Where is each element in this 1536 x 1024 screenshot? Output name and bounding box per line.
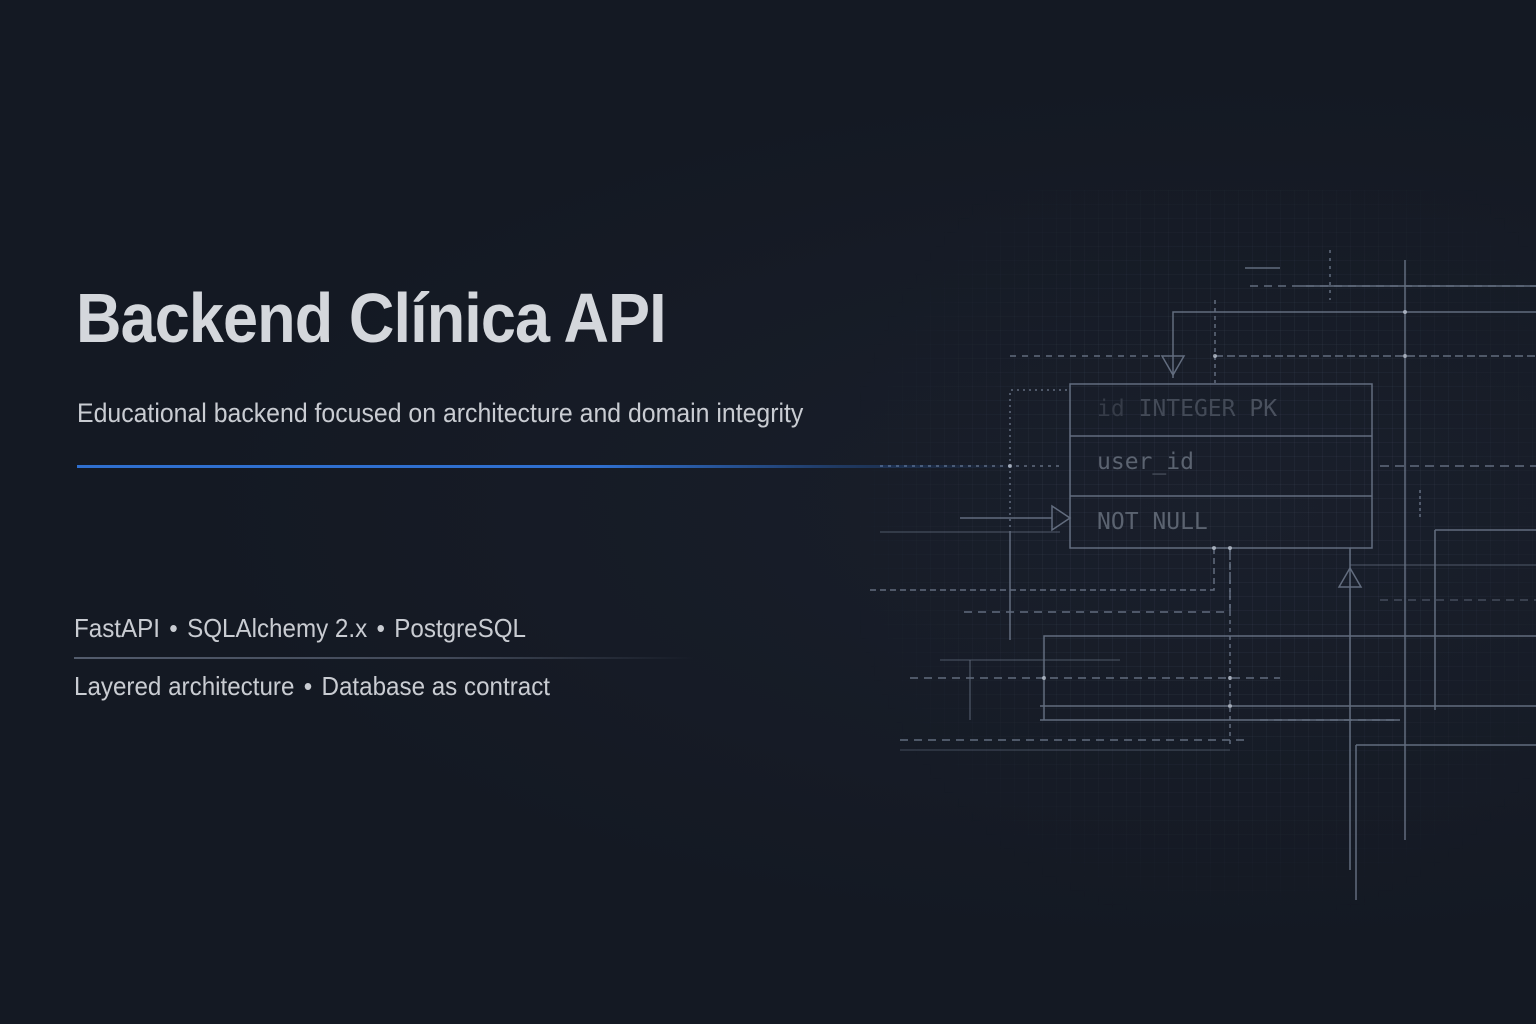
principle-layered-architecture: Layered architecture [74,671,295,701]
bullet-separator: • [169,613,178,643]
principle-database-as-contract: Database as contract [321,671,551,701]
tech-item-sqlalchemy: SQLAlchemy 2.x [187,613,368,643]
schema-row-user-id: user_id [1097,449,1194,475]
schema-field-constraint: NOT NULL [1097,509,1208,535]
page-subtitle: Educational backend focused on architect… [77,398,804,428]
accent-divider [77,465,1027,468]
blueprint-grid [860,190,1536,910]
tech-item-postgresql: PostgreSQL [394,613,526,643]
bullet-separator: • [303,671,313,701]
connector-nodes [1008,310,1407,708]
tech-stack: FastAPI • SQLAlchemy 2.x • PostgreSQL [74,613,526,644]
tech-item-fastapi: FastAPI [74,613,161,643]
schema-field-constraint: PK [1249,396,1278,422]
schema-row-id: id INTEGER PK [1097,396,1277,422]
principles: Layered architecture • Database as contrac… [74,671,550,702]
bullet-separator: • [376,613,385,643]
schema-field-type: INTEGER [1138,396,1236,422]
schema-row-not-null: NOT NULL [1097,509,1208,535]
section-divider [74,657,694,659]
schema-field-name: id [1097,396,1125,422]
page-title: Backend Clínica API [76,279,667,357]
schema-field-name: user_id [1097,449,1194,475]
